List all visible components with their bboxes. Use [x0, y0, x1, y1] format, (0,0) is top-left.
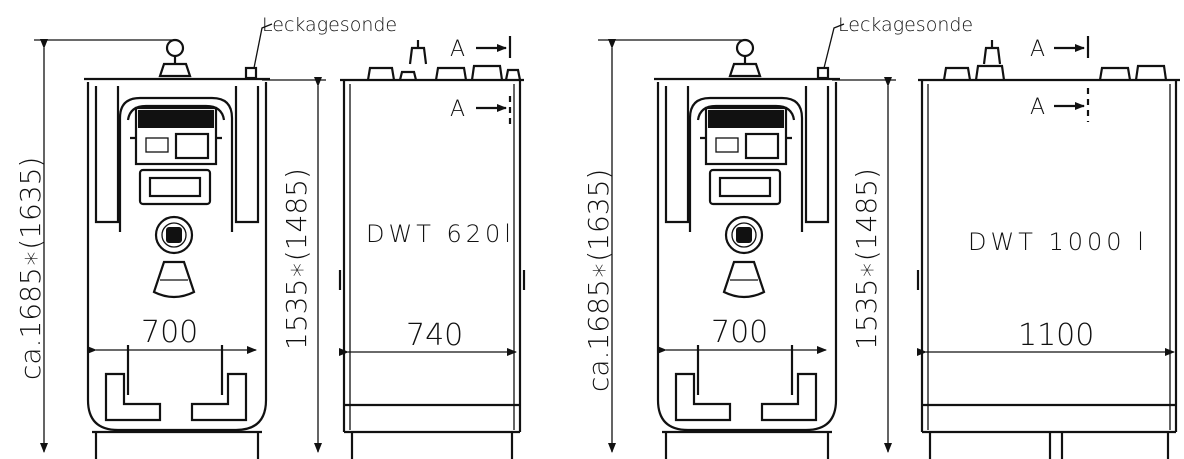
body-height-dimension: 1535∗(1485): [262, 77, 326, 453]
leak-probe-label: Leckagesonde: [838, 14, 973, 36]
model-label: DWT 620l: [366, 220, 515, 248]
drawing-dwt-1000: ca.1685∗(1635): [582, 14, 1180, 459]
side-width-dimension: 740: [339, 318, 517, 356]
leak-probe-callout: Leckagesonde: [823, 14, 973, 69]
side-view: A A DWT 1000 l: [916, 36, 1180, 459]
front-width-label: 700: [711, 315, 768, 350]
model-label: DWT 1000 l: [968, 228, 1148, 256]
side-view: A A DWT 620l: [338, 36, 526, 459]
front-view: [84, 38, 270, 459]
leak-probe-callout: Leckagesonde: [253, 14, 397, 69]
leak-probe-label: Leckagesonde: [262, 14, 397, 36]
total-height-dimension: ca.1685∗(1635): [582, 39, 742, 453]
section-a-label-top: A: [1030, 37, 1045, 62]
front-width-label: 700: [141, 315, 198, 350]
drawing-dwt-620: ca.1685∗(1635): [14, 14, 526, 459]
body-height-dimension: 1535∗(1485): [832, 77, 896, 453]
front-width-dimension: 700: [657, 315, 827, 354]
section-a-label-bottom: A: [450, 97, 465, 122]
total-height-dimension: ca.1685∗(1635): [14, 39, 172, 453]
front-view: [654, 38, 840, 459]
body-height-label: 1535∗(1485): [280, 168, 313, 350]
side-width-label: 740: [406, 318, 463, 353]
section-a-label-top: A: [450, 37, 465, 62]
side-width-dimension: 1100: [917, 318, 1175, 356]
side-width-label: 1100: [1018, 318, 1094, 353]
body-height-label: 1535∗(1485): [850, 168, 883, 350]
section-a-label-bottom: A: [1030, 95, 1045, 120]
front-width-dimension: 700: [87, 315, 257, 354]
total-height-label: ca.1685∗(1635): [582, 169, 615, 392]
total-height-label: ca.1685∗(1635): [14, 157, 47, 380]
